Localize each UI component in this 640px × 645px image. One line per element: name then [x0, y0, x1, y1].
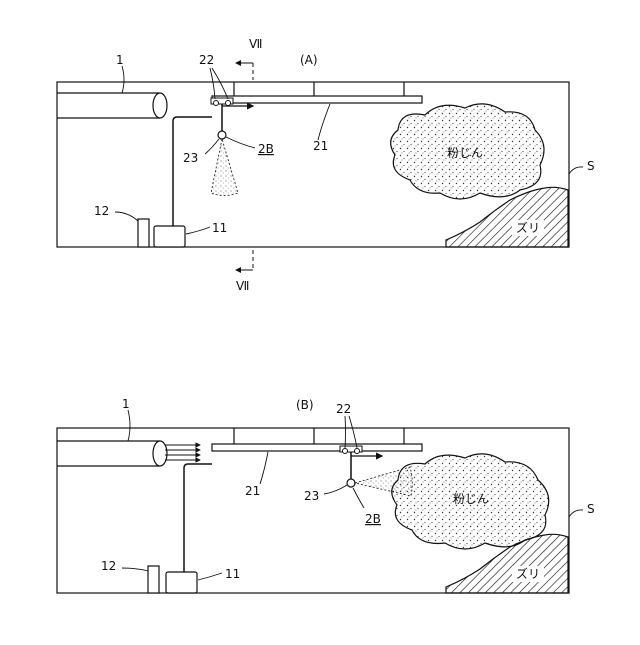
label-controller: 11 — [212, 221, 227, 235]
ventilation-duct — [57, 441, 200, 466]
label-nozzle-head: 23 — [304, 489, 319, 503]
label-muck: ズリ — [516, 566, 540, 581]
label-section-bottom: Ⅶ — [236, 279, 249, 293]
label-duct: 1 — [116, 53, 124, 67]
label-muck: ズリ — [516, 220, 540, 235]
panel-a: 1 22 21 23 2B 11 12 S (A) Ⅶ Ⅶ 粉じん ズリ — [57, 37, 595, 293]
label-tank: 12 — [94, 204, 109, 218]
spray-cone — [211, 139, 238, 196]
label-unit: 2B — [258, 142, 274, 156]
label-rail: 21 — [245, 484, 260, 498]
label-tank: 12 — [101, 559, 116, 573]
ventilation-duct — [57, 93, 167, 118]
label-nozzles: 22 — [199, 53, 214, 67]
label-unit: 2B — [365, 512, 381, 526]
tank — [138, 219, 149, 247]
label-nozzle-head: 23 — [183, 151, 198, 165]
label-space: S — [587, 502, 595, 516]
panel-b: 1 22 21 23 2B 11 12 S (B) 粉じん ズリ — [57, 397, 595, 593]
label-controller: 11 — [225, 567, 240, 581]
supply-hose — [184, 464, 212, 572]
nozzle-head — [347, 479, 355, 487]
label-space: S — [587, 159, 595, 173]
label-dust: 粉じん — [447, 146, 483, 160]
panel-caption: (B) — [296, 398, 314, 412]
tank — [148, 566, 159, 593]
label-dust: 粉じん — [453, 492, 489, 506]
label-nozzles: 22 — [336, 402, 351, 416]
supply-hose — [173, 117, 212, 226]
rail — [212, 82, 422, 103]
controller-box — [154, 226, 185, 247]
label-rail: 21 — [313, 139, 328, 153]
label-duct: 1 — [122, 397, 130, 411]
nozzle-head — [218, 131, 226, 139]
panel-caption: (A) — [300, 53, 318, 67]
spray-cone — [355, 467, 412, 496]
label-section-top: Ⅶ — [249, 37, 262, 51]
section-line — [236, 63, 253, 270]
rail — [212, 428, 422, 451]
controller-box — [166, 572, 197, 593]
nozzle-carriage — [211, 98, 253, 139]
